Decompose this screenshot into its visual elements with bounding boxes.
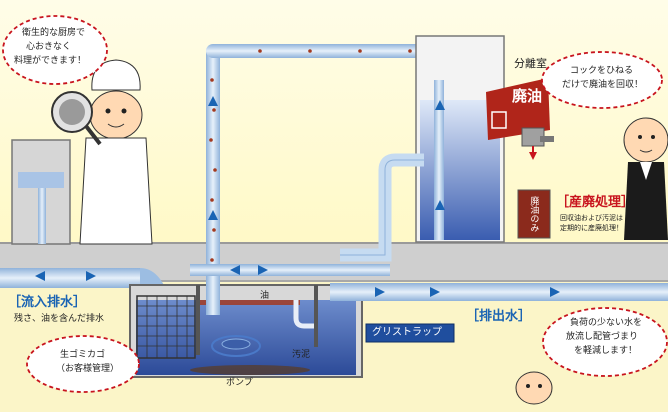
chef-speech-line-1: 衛生的な厨房で [22,28,86,38]
inflow-title: ［流入排水］ [8,295,87,310]
chef-speech-line-3: 料理ができます！ [14,56,87,66]
manager-character [623,117,668,240]
grease-trap-label-box [365,323,455,343]
pump [211,335,261,357]
pump-riser-pipe [206,50,220,315]
industrial-waste-title: ［産廃処理］ [556,195,635,210]
chef-speech-bubble [2,15,108,85]
outflow-speech-line-1: 負荷の少ない水を [570,318,643,328]
sink-drain-pipe [38,188,46,244]
sludge-label: 汚泥 [292,350,311,360]
outflow-speech-line-3: を軽減します！ [574,346,638,356]
outflow-pipe [330,283,668,301]
chef-character [51,59,153,245]
outflow-speech-line-2: 放流し配管づまり [566,332,639,342]
separation-room-label: 分離室 [514,57,547,70]
small-character [515,371,553,405]
basket-speech-bubble [26,335,140,393]
cock-speech-line-1: コックをひねる [570,66,634,76]
waste-oil-only-label: 廃油のみ [528,196,539,232]
industrial-waste-desc-2: 定期的に産廃処理！ [560,224,623,232]
upper-pipe [206,44,466,58]
waste-oil-container [517,189,551,239]
garbage-basket [136,295,196,359]
oil-label: 油 [260,291,270,301]
cock-speech-bubble [541,51,663,109]
inflow-desc: 残さ、油を含んだ排水 [14,314,105,324]
waste-oil-label: 廃油 [512,87,543,105]
basket-label-1: 生ゴミカゴ [60,350,106,360]
industrial-waste-desc-1: 回収油および汚泥は [560,214,623,222]
outflow-title: ［排出水］ [466,309,532,324]
transfer-pipe [190,264,390,276]
inflow-pipe [0,268,140,288]
pump-label: ポンプ [226,378,253,388]
basket-label-2: （お客様管理） [56,364,120,374]
outflow-speech-bubble [542,307,668,377]
cock-speech-line-2: だけで廃油を回収！ [562,80,644,90]
waste-oil-tank [486,78,550,140]
grease-trap-label: グリストラップ [372,327,442,338]
chef-speech-line-2: 心おきなく [26,42,72,52]
